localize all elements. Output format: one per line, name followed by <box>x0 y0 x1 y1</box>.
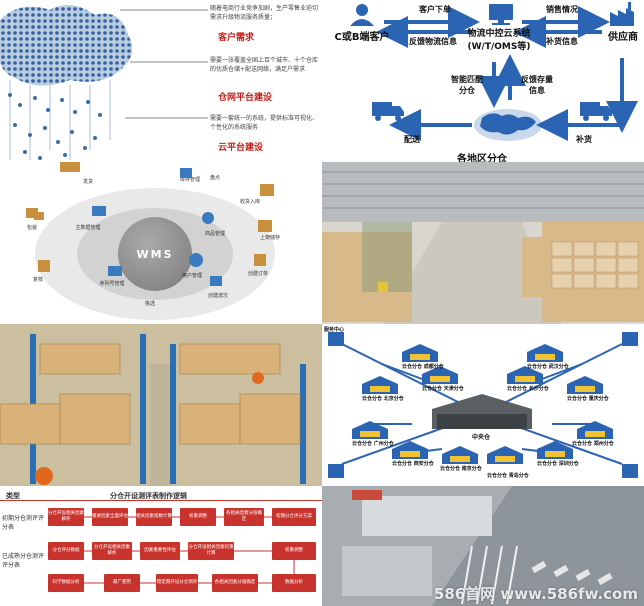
wms-item-inventory: 库存管理 <box>179 177 200 183</box>
warehouse-label-1: 云仓分仓 成都分仓 <box>402 364 444 370</box>
network-lines <box>328 332 638 478</box>
warehouse-label-5: 云仓分仓 天津分仓 <box>422 386 464 392</box>
warehouse-label-2: 云仓分仓 武汉分仓 <box>527 364 569 370</box>
wms-item-create-order: 创建订单 <box>247 271 268 277</box>
warehouse-interior-photo <box>322 162 644 324</box>
requirement-text-2: 需要一张覆盖全国上百个城市、十个仓库的优质仓储+配送网络，满足户需求 <box>210 57 319 73</box>
table-box-3-5: 数据分析 <box>272 574 316 592</box>
aerial-warehouse-photo: 586首网 www.586fw.com <box>322 486 644 606</box>
table-box-2-1: 分仓评分数据 <box>48 542 84 560</box>
wms-diagram-panel: WMS 发货 库存管理 盘点 收货入库 包装 主数据管理 商品管理 上架储存 复… <box>0 162 322 324</box>
table-box-2-4: 分仓开设相关因素权重计算 <box>188 542 234 560</box>
warehouse-label-12: 云仓分仓 青岛分仓 <box>487 473 529 479</box>
table-row-label-2: 已成熟分仓测评评分表 <box>2 553 45 569</box>
table-box-1-1: 分仓开设相关因素解析 <box>48 508 84 526</box>
wms-center: WMS <box>118 217 192 291</box>
warehouse-network-panel: 云仓分仓 成都分仓 云仓分仓 武汉分仓 云仓分仓 北京分仓 云仓分仓 重庆分仓 … <box>322 324 644 486</box>
wms-item-review: 复核 <box>32 277 43 283</box>
truck-icon-right <box>580 102 612 121</box>
table-row-label-1: 初期分仓测评评分表 <box>2 515 45 531</box>
wms-item-pick: 拣选 <box>144 301 155 307</box>
cloud-infographic-panel: 随着电商行业竞争加剧，生产零售业迫切需求升级物流服务质量； 客户需求 需要一张覆… <box>0 0 322 162</box>
feedback-logistics-label: 反馈物流信息 <box>409 37 457 46</box>
warehouse-label-3: 云仓分仓 北京分仓 <box>362 396 404 402</box>
table-box-3-1: 科学数据分析 <box>48 574 84 592</box>
replenish-label: 补货 <box>576 135 592 144</box>
table-box-1-5: 各相关因素分值确定 <box>224 508 264 526</box>
delivery-label: 配送 <box>404 135 420 144</box>
warehouse-label-7: 云仓分仓 广州分仓 <box>352 441 394 447</box>
warehouse-label-6: 云仓分仓 长沙分仓 <box>507 386 549 392</box>
table-header-logic: 分仓开设测评表制作逻辑 <box>110 492 187 500</box>
requirement-text-1: 随着电商行业竞争加剧，生产零售业迫切需求升级物流服务质量； <box>210 5 319 21</box>
warehouse-label-4: 云仓分仓 重庆分仓 <box>567 396 609 402</box>
packing-area-photo <box>0 324 322 486</box>
warehouse-label-8: 云仓分仓 郑州分仓 <box>572 441 614 447</box>
wms-item-putaway: 上架储存 <box>259 235 280 241</box>
central-warehouse-icon <box>432 394 532 429</box>
customer-order-label: 客户下单 <box>419 5 451 14</box>
replenish-info-label: 补货信息 <box>546 37 578 46</box>
requirement-heading-3: 云平台建设 <box>218 143 264 153</box>
corner-label: 服务中心 <box>324 327 345 333</box>
sales-info-label: 销售情况 <box>546 5 578 14</box>
warehouse-label-11: 云仓分仓 南京分仓 <box>440 466 482 472</box>
table-box-3-2: 最广使用 <box>104 574 140 592</box>
regional-warehouse-label: 各地区分仓 <box>457 154 507 162</box>
flow-arrows <box>350 2 638 141</box>
corner-building-icons <box>328 332 638 478</box>
wms-item-user: 用户管理 <box>181 273 202 279</box>
table-box-2-2: 分仓开设相关因素解析 <box>92 542 132 560</box>
requirement-heading-2: 仓网平台建设 <box>218 93 273 103</box>
table-box-2-3: 因素重要性评估 <box>140 542 180 560</box>
wms-item-ship: 发货 <box>82 179 93 185</box>
hub-label: 中央仓 <box>472 434 491 441</box>
warehouse-label-10: 云仓分仓 深圳分仓 <box>537 461 579 467</box>
wms-item-master-data: 主数据管理 <box>75 225 101 231</box>
system-node: 物流中控云系统 (W/T/OMS等) <box>467 29 531 52</box>
cloud-graphic <box>0 5 208 160</box>
truck-icon-left <box>372 102 404 121</box>
wms-item-pack: 包装 <box>26 225 37 231</box>
site-watermark: 586首网 www.586fw.com <box>433 585 638 603</box>
factory-icon <box>610 2 634 26</box>
computer-icon <box>489 4 513 25</box>
wms-item-product: 商品管理 <box>204 231 225 237</box>
requirement-heading-1: 客户需求 <box>218 33 255 43</box>
table-header-bar <box>0 486 322 501</box>
world-map-icon <box>474 109 542 141</box>
supplier-node: 供应商 <box>608 32 638 43</box>
table-header-type: 类型 <box>6 492 20 500</box>
feedback-stock-label: 反馈存量 信息 <box>521 75 553 95</box>
person-icon <box>350 4 374 26</box>
client-node: C或B端客户 <box>334 32 390 43</box>
table-box-1-3: 相关因素指数计算 <box>136 508 172 526</box>
wms-item-serial: 序列号管理 <box>99 281 125 287</box>
table-box-3-3: 稳定期开设分仓测评 <box>156 574 198 592</box>
table-box-3-4: 各相关因素分值确定 <box>212 574 258 592</box>
warehouse-label-9: 云仓分仓 西安分仓 <box>392 461 434 467</box>
wms-item-create-wave: 创建波次 <box>207 293 228 299</box>
table-box-2-5: 权重调整 <box>272 542 316 560</box>
requirement-text-3: 需要一套统一的系统，提供标准可视化、个性化的系统服务 <box>210 115 319 131</box>
table-box-1-2: 重要因素全面评估 <box>92 508 128 526</box>
wms-item-receive: 收货入库 <box>239 199 260 205</box>
wms-icons <box>26 162 274 286</box>
wms-item-stocktake: 盘点 <box>209 175 220 181</box>
smart-match-label: 智能匹配 分仓 <box>451 75 483 95</box>
evaluation-table-panel: 类型 分仓开设测评表制作逻辑 初期分仓测评评分表 已成熟分仓测评评分表 分仓开设… <box>0 486 322 606</box>
table-box-1-6: 初期分仓评分方案 <box>272 508 316 526</box>
table-box-1-4: 权重调整 <box>180 508 216 526</box>
logistics-flow-panel: C或B端客户 物流中控云系统 (W/T/OMS等) 供应商 客户下单 反馈物流信… <box>322 0 644 162</box>
